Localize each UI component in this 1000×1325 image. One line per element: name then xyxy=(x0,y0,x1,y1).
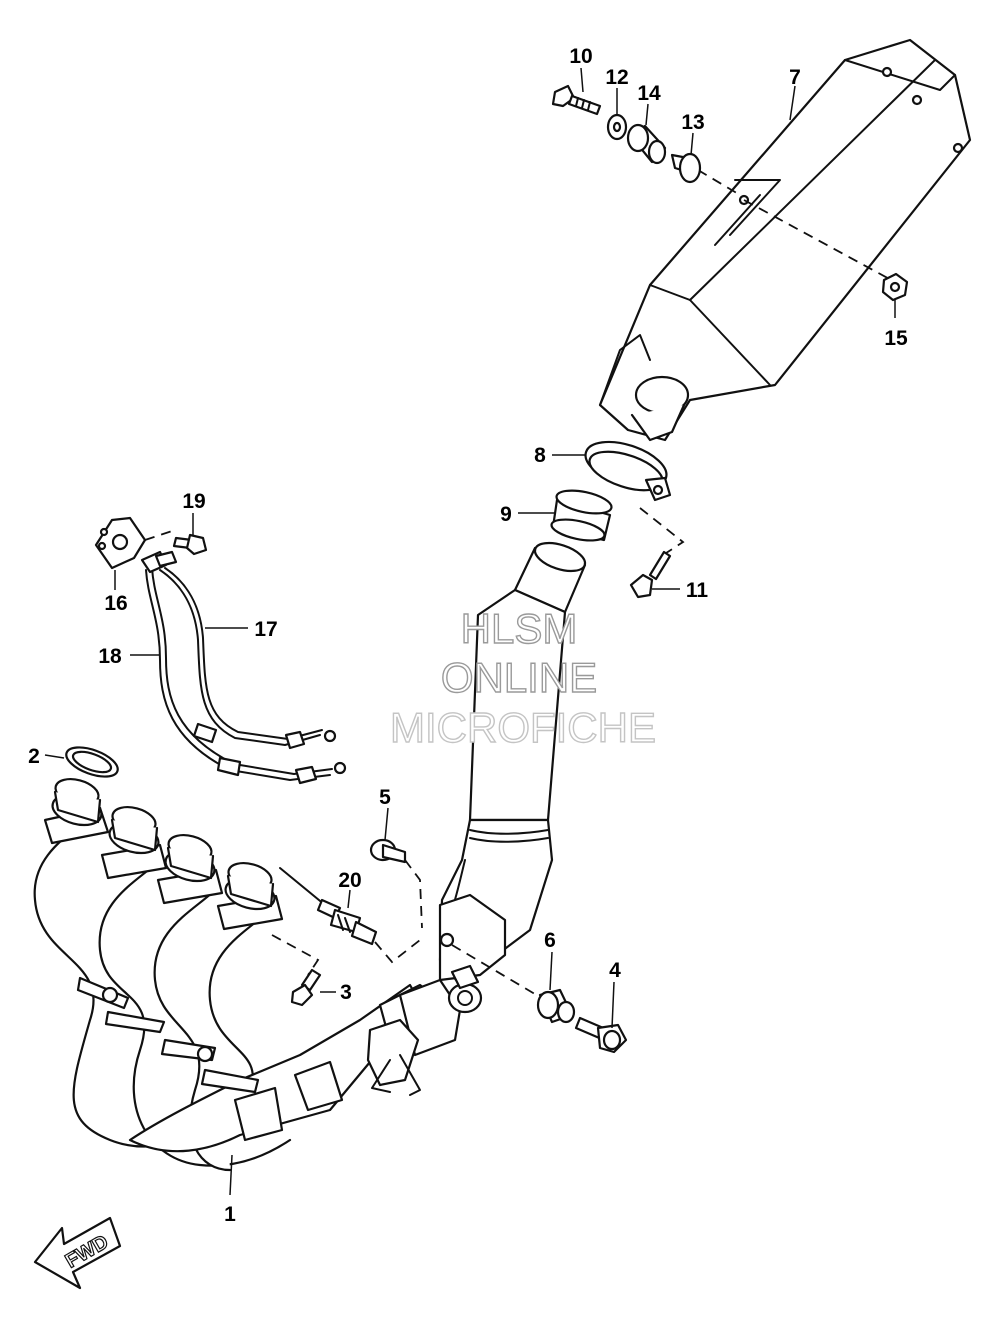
flange-to-bolt-dashed-line xyxy=(271,934,320,976)
forward-direction-arrow: FWD xyxy=(33,1216,122,1290)
callout-15: 15 xyxy=(884,327,908,350)
callout-20: 20 xyxy=(338,869,361,892)
cushion-part-14[interactable] xyxy=(626,123,667,165)
exhaust-pipe-part-1[interactable] xyxy=(33,806,483,1172)
cable-part-18[interactable] xyxy=(145,567,347,785)
callout-labels: 1 2 3 4 5 6 7 8 9 10 11 12 13 14 15 16 1… xyxy=(28,45,908,1226)
callout-2: 2 xyxy=(28,745,40,768)
leader-lines xyxy=(44,67,896,1196)
cushion-part-6[interactable] xyxy=(536,988,576,1024)
callout-12: 12 xyxy=(605,66,628,89)
watermark-line-2: ONLINE xyxy=(441,654,597,701)
callout-7: 7 xyxy=(789,66,801,89)
callout-13: 13 xyxy=(681,111,704,134)
oxygen-sensor-part-20[interactable] xyxy=(279,867,378,946)
callout-18: 18 xyxy=(98,645,122,668)
callout-4: 4 xyxy=(609,959,621,982)
bracket-to-cushion-dashed-line xyxy=(451,944,546,1001)
bolt-part-19[interactable] xyxy=(172,533,208,556)
muffler-part-7[interactable] xyxy=(598,38,972,442)
gasket-part-2[interactable] xyxy=(63,741,122,782)
bolt-part-3[interactable] xyxy=(290,968,322,1007)
callout-11: 11 xyxy=(686,579,709,602)
gasket-part-9[interactable] xyxy=(550,486,614,544)
nut-part-15[interactable] xyxy=(881,272,909,302)
callout-16: 16 xyxy=(104,592,127,615)
center-pipe xyxy=(438,541,587,987)
cable-part-17[interactable] xyxy=(159,567,337,750)
bracket-to-bolt-dashed-line xyxy=(144,529,176,541)
callout-17: 17 xyxy=(254,618,277,641)
clamp-to-bolt-dashed-line xyxy=(639,507,685,558)
callout-8: 8 xyxy=(534,444,546,467)
collar-part-13[interactable] xyxy=(670,152,702,184)
bracket-part-16[interactable] xyxy=(94,516,147,570)
bolt-part-11[interactable] xyxy=(629,550,672,599)
watermark: HLSM ONLINE MICROFICHE xyxy=(389,604,656,751)
callout-3: 3 xyxy=(340,981,352,1004)
callout-10: 10 xyxy=(569,45,592,68)
washer-part-12[interactable] xyxy=(606,113,628,141)
watermark-line-1: HLSM xyxy=(461,605,578,652)
clamp-part-8[interactable] xyxy=(580,433,672,502)
callout-6: 6 xyxy=(544,929,556,952)
exhaust-inlet-flanges xyxy=(43,777,284,931)
muffler-to-nut-dashed-line xyxy=(743,199,896,283)
cable-end-fittings xyxy=(140,550,178,574)
callout-1: 1 xyxy=(224,1203,236,1226)
callout-19: 19 xyxy=(182,490,205,513)
callout-14: 14 xyxy=(637,82,661,105)
callout-9: 9 xyxy=(500,503,512,526)
callout-5: 5 xyxy=(379,786,391,809)
bolt-part-10[interactable] xyxy=(551,84,602,116)
bolt-to-bracket-dashed-line xyxy=(404,859,423,929)
bolt-to-muffler-dashed-line xyxy=(697,169,741,196)
sensor-to-pipe-dashed-line xyxy=(374,939,421,964)
watermark-line-3: MICROFICHE xyxy=(390,704,656,751)
bolt-part-5[interactable] xyxy=(369,838,407,864)
bolt-part-4[interactable] xyxy=(574,1016,628,1054)
